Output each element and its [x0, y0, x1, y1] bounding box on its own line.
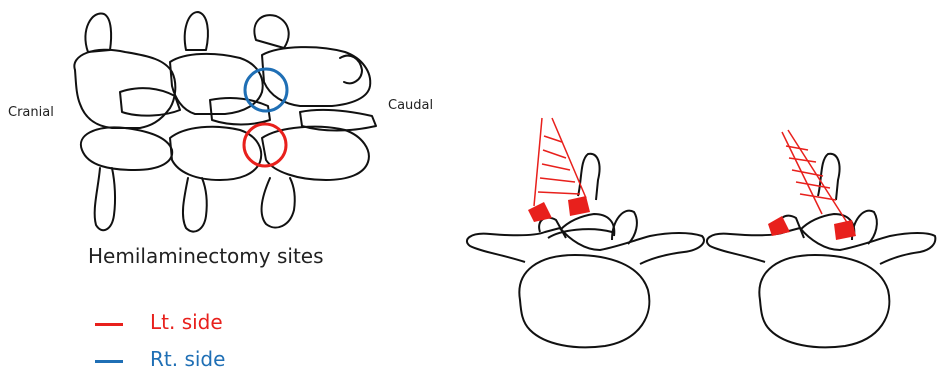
legend-left-side-label: Lt. side [150, 310, 223, 334]
legend-right-side-label: Rt. side [150, 347, 225, 371]
caudal-label: Caudal [388, 98, 433, 113]
legend-right-side-swatch [95, 360, 123, 363]
cranial-label: Cranial [8, 105, 54, 120]
legend-left-side-swatch [95, 323, 123, 326]
left-axial-wedge-right [568, 196, 590, 216]
left-axial-wedge-left [528, 202, 552, 222]
hemilaminectomy-sites-title: Hemilaminectomy sites [88, 244, 324, 268]
right-axial-wedge-left [768, 216, 790, 236]
